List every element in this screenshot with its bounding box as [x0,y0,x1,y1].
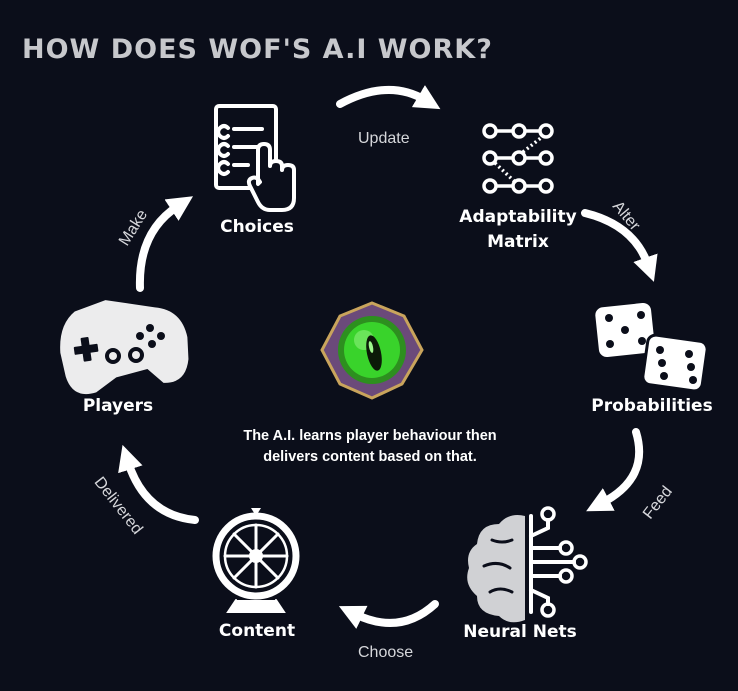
node-matrix-icon [482,123,554,194]
node-label-content: Content [218,621,296,641]
node-label-adaptability-line1: Adaptability [459,207,577,227]
page-title: HOW DOES WOF'S A.I WORK? [22,34,493,65]
arrow-alter [581,209,658,282]
brain-circuit-icon [467,506,588,623]
node-label-neural-nets: Neural Nets [463,622,577,642]
node-label-adaptability-line2: Matrix [487,232,549,252]
prize-wheel-icon [212,508,300,613]
center-description-line2: delivers content based on that. [263,449,477,465]
arrow-delivered [118,444,199,524]
center-description-line1: The A.I. learns player behaviour then [243,428,497,444]
arrow-feed [586,428,644,512]
node-label-choices: Choices [220,217,294,237]
edge-label-update: Update [358,130,410,147]
node-label-players: Players [82,396,154,416]
gamepad-icon [60,300,189,395]
arrow-choose [338,600,439,629]
center-description: The A.I. learns player behaviour then de… [220,426,520,468]
arrow-update [336,85,441,110]
node-label-probabilities: Probabilities [591,396,713,416]
dice-icon [595,303,709,393]
edge-label-choose: Choose [358,644,414,661]
node-label-adaptability-matrix: Adaptability Matrix [450,205,586,255]
green-eye-emblem-icon [320,301,424,400]
checklist-hand-icon [214,104,296,212]
arrow-make [135,196,194,292]
